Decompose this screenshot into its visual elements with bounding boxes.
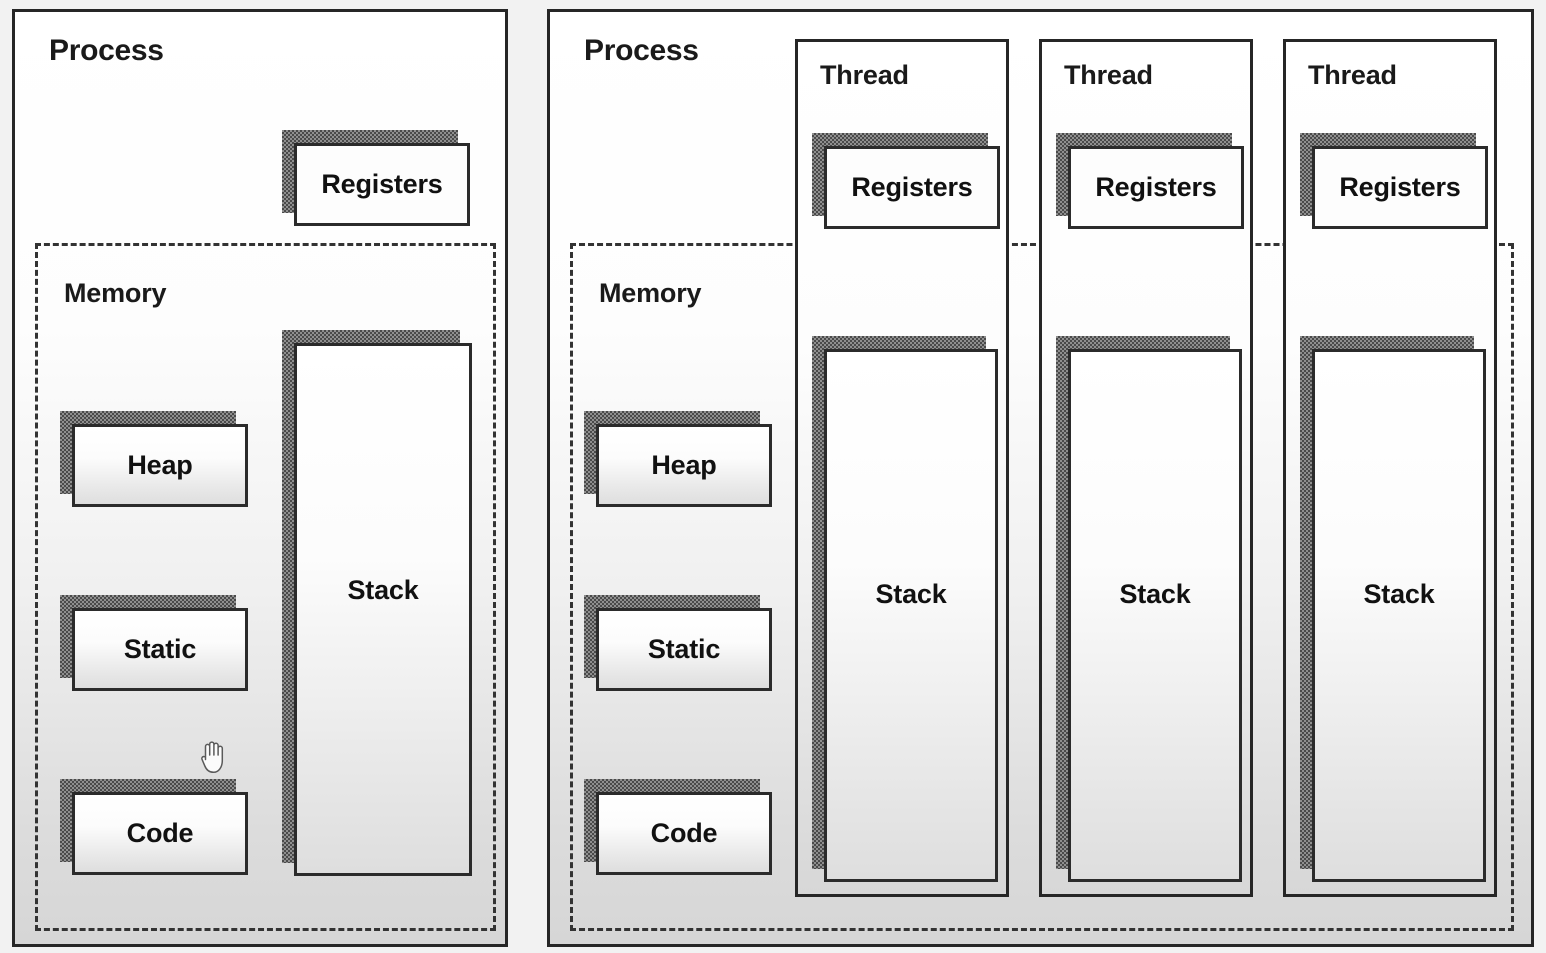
static-box[interactable]: Static xyxy=(584,595,772,691)
process-title: Process xyxy=(49,34,164,67)
box-face: Code xyxy=(596,792,772,875)
static-label: Static xyxy=(647,634,721,664)
stack-label: Stack xyxy=(875,579,947,609)
box-face: Stack xyxy=(294,343,472,876)
stack-box[interactable]: Stack xyxy=(1056,336,1242,882)
thread-frame-2[interactable]: Thread Registers Stack xyxy=(1039,39,1253,897)
code-box[interactable]: Code xyxy=(584,779,772,875)
box-face: Stack xyxy=(1312,349,1486,882)
box-face: Registers xyxy=(824,146,1000,229)
process-title: Process xyxy=(584,34,699,67)
registers-box[interactable]: Registers xyxy=(1056,133,1244,229)
registers-label: Registers xyxy=(851,172,973,202)
registers-box[interactable]: Registers xyxy=(1300,133,1488,229)
heap-label: Heap xyxy=(651,450,717,480)
stack-label: Stack xyxy=(1363,579,1435,609)
box-face: Stack xyxy=(824,349,998,882)
stack-box[interactable]: Stack xyxy=(282,330,472,876)
memory-title: Memory xyxy=(599,278,702,308)
process-panel-single-threaded: Process Registers Memory Heap Static xyxy=(12,9,508,947)
box-face: Registers xyxy=(1068,146,1244,229)
registers-box[interactable]: Registers xyxy=(282,130,470,226)
thread-title: Thread xyxy=(1308,60,1397,90)
registers-label: Registers xyxy=(321,169,443,199)
static-label: Static xyxy=(123,634,197,664)
stack-label: Stack xyxy=(1119,579,1191,609)
stack-label: Stack xyxy=(347,575,419,605)
box-face: Registers xyxy=(294,143,470,226)
registers-label: Registers xyxy=(1339,172,1461,202)
box-face: Registers xyxy=(1312,146,1488,229)
box-face: Stack xyxy=(1068,349,1242,882)
thread-frame-1[interactable]: Thread Registers Stack xyxy=(795,39,1009,897)
heap-box[interactable]: Heap xyxy=(584,411,772,507)
static-box[interactable]: Static xyxy=(60,595,248,691)
registers-label: Registers xyxy=(1095,172,1217,202)
code-box[interactable]: Code xyxy=(60,779,248,875)
memory-region: Memory xyxy=(35,243,496,931)
code-label: Code xyxy=(650,818,718,848)
thread-title: Thread xyxy=(820,60,909,90)
stack-box[interactable]: Stack xyxy=(812,336,998,882)
heap-box[interactable]: Heap xyxy=(60,411,248,507)
box-face: Code xyxy=(72,792,248,875)
heap-label: Heap xyxy=(127,450,193,480)
stack-box[interactable]: Stack xyxy=(1300,336,1486,882)
registers-box[interactable]: Registers xyxy=(812,133,1000,229)
code-label: Code xyxy=(126,818,194,848)
memory-title: Memory xyxy=(64,278,167,308)
thread-frame-3[interactable]: Thread Registers Stack xyxy=(1283,39,1497,897)
box-face: Heap xyxy=(72,424,248,507)
thread-title: Thread xyxy=(1064,60,1153,90)
process-panel-multi-threaded: Process Memory Heap Static Code xyxy=(547,9,1534,947)
box-face: Static xyxy=(72,608,248,691)
box-face: Heap xyxy=(596,424,772,507)
box-face: Static xyxy=(596,608,772,691)
